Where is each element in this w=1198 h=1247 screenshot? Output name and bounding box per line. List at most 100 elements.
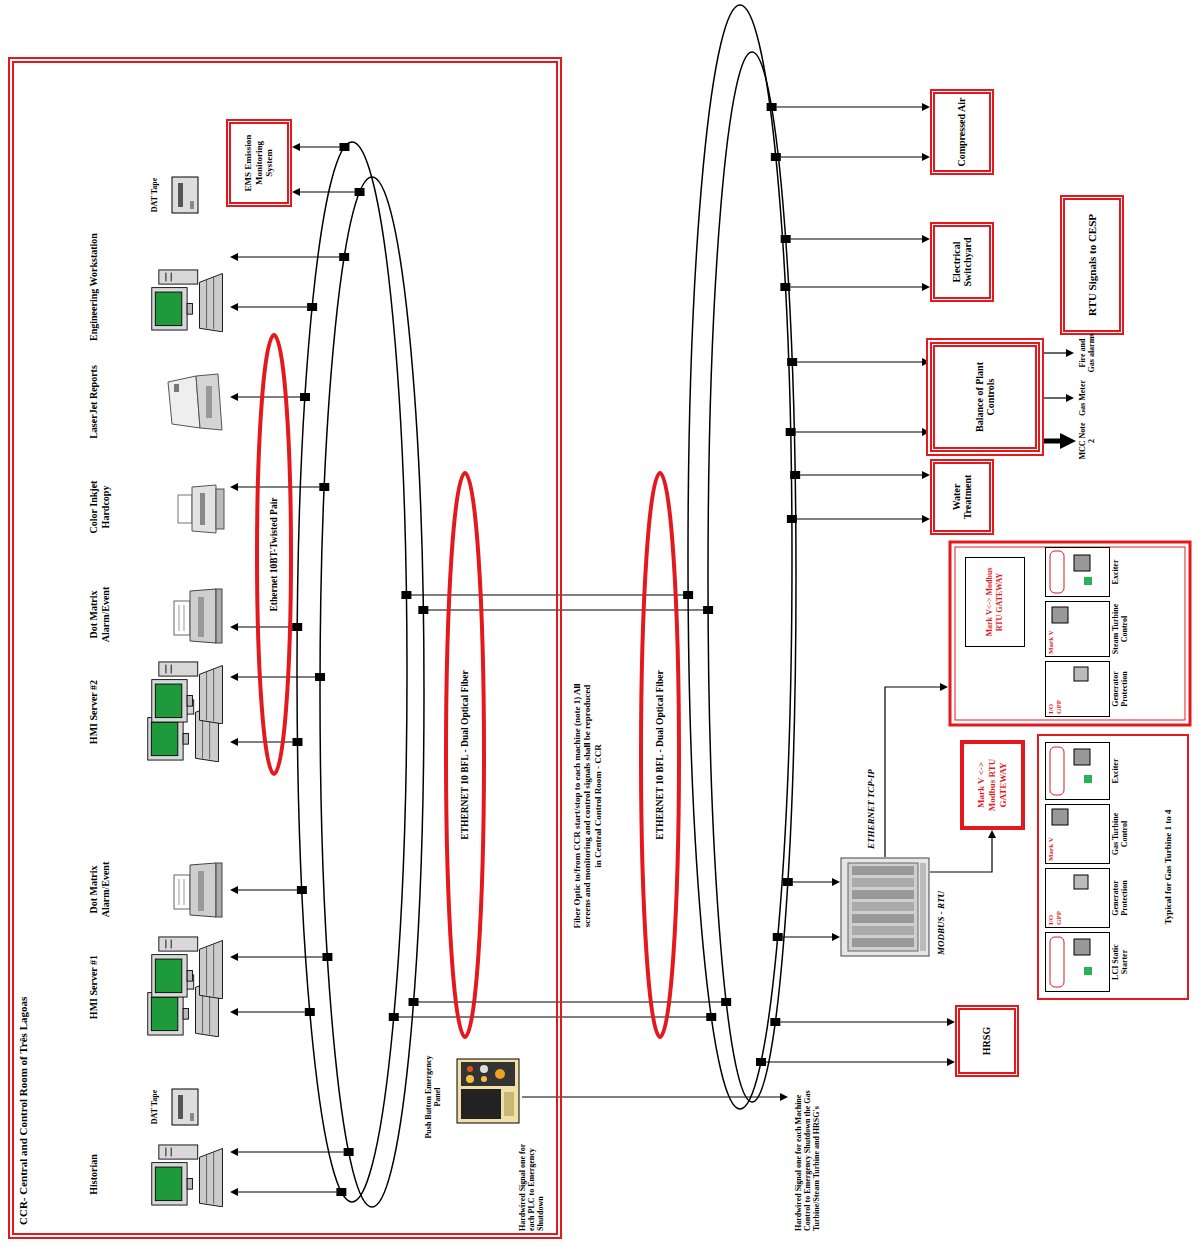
annotation-label: MODBUS - RTU: [936, 875, 946, 955]
node-label: Historian: [88, 1132, 100, 1217]
fiber-ring: [688, 5, 792, 1109]
fiber-link: [394, 1016, 712, 1017]
junction-square: [787, 358, 797, 366]
annotation-label: Gas Meter: [1078, 378, 1087, 418]
network-arrow: [300, 191, 355, 192]
cabinet-detail: [1050, 747, 1064, 795]
cabinet-detail: [1074, 875, 1088, 889]
control-cabinet: Exciter: [1045, 547, 1110, 597]
junction-square: [297, 886, 307, 894]
network-rack-icon: [841, 858, 929, 956]
network-arrow: [796, 431, 922, 432]
node-label: Dot Matrix Alarm/Event: [88, 577, 111, 652]
computer-icon: [152, 937, 223, 999]
equipment-box: Balance of Plant Controls: [930, 342, 1040, 452]
equipment-box: Electrical Switchyard: [930, 222, 994, 302]
junction-square: [790, 471, 800, 479]
control-room-box: CCR- Central and Control Room of Três La…: [8, 57, 562, 1239]
equipment-device: LaserJet Reports: [88, 362, 228, 442]
junction-square: [339, 253, 349, 261]
junction-square: [322, 953, 332, 961]
node-label: I/O: [1048, 871, 1056, 925]
ellipse-outline: [641, 473, 679, 1037]
junction-square: [339, 143, 349, 151]
gas-turbine-frame: [1038, 735, 1188, 999]
network-arrow: [797, 361, 922, 362]
node-label: EMS Emission Monitoring System: [243, 127, 274, 199]
printer-icon: [174, 589, 222, 643]
computer-icon: [152, 270, 223, 332]
equipment-box: HRSG: [955, 1005, 1019, 1077]
junction-square: [773, 933, 783, 941]
network-arrow: [790, 286, 922, 287]
junction-square: [315, 673, 325, 681]
junction-square: [389, 1013, 399, 1021]
node-label: Generator Protection: [1112, 661, 1130, 717]
equipment-device: Dot Matrix Alarm/Event: [88, 577, 228, 652]
fiber-ring: [708, 52, 796, 1102]
computer-icon: [152, 1145, 223, 1207]
printer-icon: [178, 485, 224, 533]
junction-square: [721, 998, 731, 1006]
node-label: Mark V <-> Modbus RTU GATEWAY: [976, 746, 1008, 824]
node-label: LaserJet Reports: [88, 362, 100, 442]
network-ellipse: ETHERNET 10 BFL - Dual Optical Fiber: [443, 470, 487, 1040]
annotation-label: Typical for Gas Turbine 1 to 4: [1163, 742, 1173, 992]
junction-square: [355, 188, 365, 196]
node-label: Exciter: [1112, 742, 1121, 800]
equipment-box: EMS Emission Monitoring System: [226, 119, 292, 207]
equipment-device: HMI Server #2: [88, 657, 228, 767]
cabinet-detail: [1084, 967, 1092, 975]
equipment-device: Historian: [88, 1132, 228, 1217]
junction-square: [703, 606, 713, 614]
cabinet-detail: [1084, 577, 1092, 585]
junction-square: [780, 283, 790, 291]
node-label: Electrical Switchyard: [951, 230, 974, 294]
network-arrow: [781, 156, 922, 157]
network-ellipse: Ethernet 10BT-Twisted Pair: [254, 332, 294, 777]
annotation-label: Fiber Optic to/from CCR start/stop to ea…: [572, 683, 603, 929]
network-arrow: [238, 889, 297, 890]
node-label: Engineering Workstation: [88, 232, 100, 342]
node-label: Color Inkjet Hardcopy: [88, 467, 111, 547]
node-label: Dot Matrix Alarm/Event: [88, 852, 111, 927]
network-arrow: [300, 146, 339, 147]
junction-square: [409, 998, 419, 1006]
annotation-label: Hardwired Signal one for each PLC to Eme…: [518, 1139, 546, 1231]
junction-square: [307, 303, 317, 311]
tape-drive-icon: [172, 177, 198, 213]
junction-square: [786, 428, 796, 436]
junction-square: [336, 1188, 346, 1196]
node-label: HMI Server #1: [88, 932, 100, 1042]
network-ellipse: ETHERNET 10 BFL - Dual Optical Fiber: [638, 470, 682, 1040]
network-arrow: [791, 238, 922, 239]
network-arrow: [793, 881, 832, 882]
gateway-box: Mark V<-> Modbus RTU GATEWAY: [965, 557, 1025, 647]
cabinet-detail: [1050, 551, 1064, 593]
node-label: Generator Protection: [1112, 868, 1130, 928]
node-label: HMI Server #2: [88, 657, 100, 767]
node-label: Balance of Plant Controls: [974, 350, 997, 444]
network-arrow: [238, 306, 307, 307]
node-label: Push Button Emergency Panel: [425, 1052, 443, 1142]
printer-icon: [174, 863, 222, 917]
junction-square: [706, 1013, 716, 1021]
network-arrow: [783, 936, 832, 937]
node-label: HRSG: [981, 1027, 993, 1055]
junction-square: [767, 103, 777, 111]
computer-icon: [152, 662, 223, 724]
junction-square: [683, 591, 693, 599]
emergency-panel: Push Button Emergency Panel: [425, 1052, 522, 1142]
network-arrow: [238, 396, 300, 397]
junction-square: [344, 1148, 354, 1156]
node-label: Mark V<-> Modbus RTU GATEWAY: [985, 560, 1004, 644]
node-label: RTU Signals to CESP: [1086, 214, 1099, 316]
junction-square: [756, 1058, 766, 1066]
cabinet-details: [1050, 551, 1092, 987]
junction-square: [418, 606, 428, 614]
annotation-label: DAT Tape: [150, 167, 159, 223]
equipment-box: Compressed Air: [930, 89, 994, 175]
modbus-line: [930, 838, 992, 872]
equipment-box: Water Treatment: [930, 459, 994, 535]
